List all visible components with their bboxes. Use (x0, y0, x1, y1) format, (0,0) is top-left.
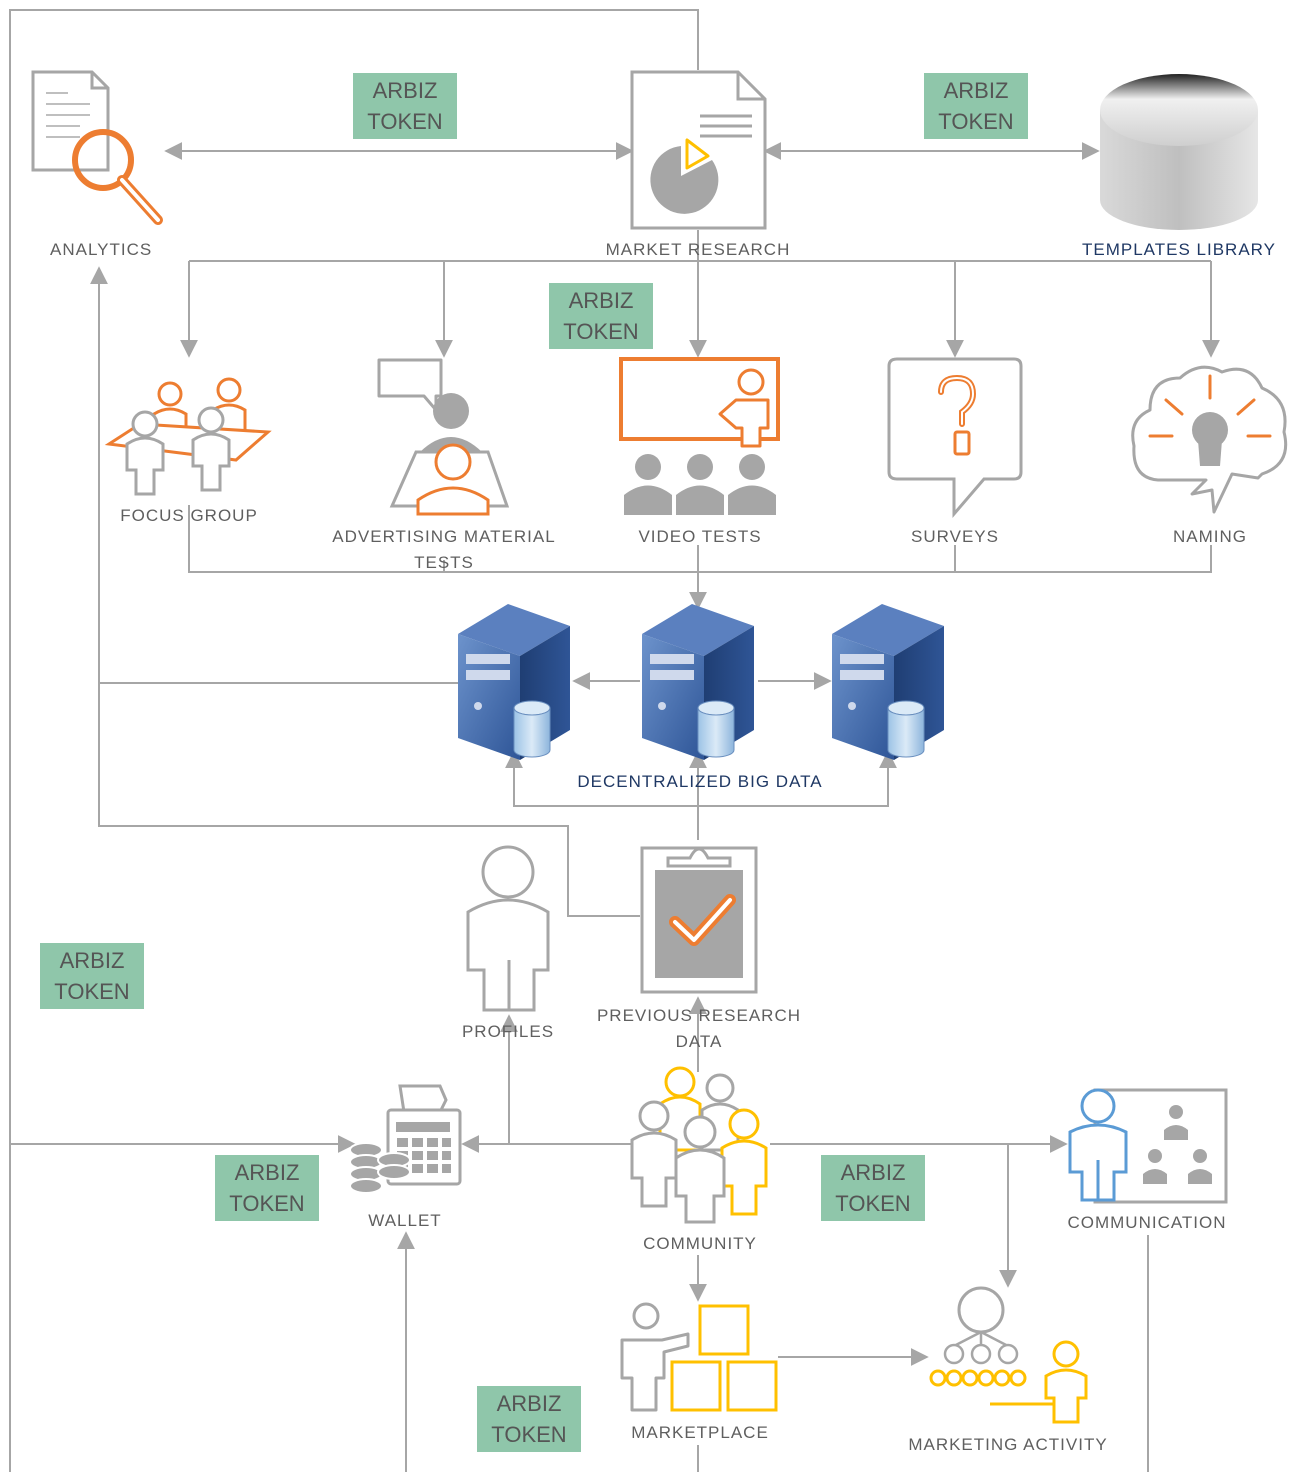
naming-icon (1131, 365, 1288, 514)
community-icon (630, 1066, 768, 1224)
surveys-icon (887, 357, 1023, 519)
advertising-label-line1: ADVERTISING MATERIAL (332, 527, 556, 546)
token-line1: ARBIZ (234, 1160, 300, 1185)
token-badge: ARBIZ TOKEN (215, 1155, 319, 1221)
token-badge: ARBIZ TOKEN (821, 1155, 925, 1221)
previous-research-label-line2: DATA (675, 1032, 723, 1051)
previous-research-label-line1: PREVIOUS RESEARCH (596, 1006, 802, 1025)
big-data-label: DECENTRALIZED BIG DATA (577, 772, 823, 791)
token-line2: TOKEN (54, 979, 130, 1004)
advertising-label-line2: TESTS (414, 553, 474, 572)
analytics-label: ANALYTICS (50, 240, 153, 259)
token-badge: ARBIZ TOKEN (924, 73, 1028, 139)
wallet-icon (349, 1084, 462, 1194)
communication-icon (1068, 1088, 1228, 1204)
token-badge: ARBIZ TOKEN (353, 73, 457, 139)
token-line1: ARBIZ (840, 1160, 906, 1185)
market-research-label: MARKET RESEARCH (605, 240, 791, 259)
token-line2: TOKEN (229, 1191, 305, 1216)
token-line1: ARBIZ (372, 78, 438, 103)
focus-group-label: FOCUS GROUP (120, 506, 258, 525)
token-line1: ARBIZ (568, 288, 634, 313)
video-tests-label: VIDEO TESTS (638, 527, 762, 546)
token-badge: ARBIZ TOKEN (40, 943, 144, 1009)
marketing-activity-icon (929, 1286, 1088, 1424)
token-line2: TOKEN (938, 109, 1014, 134)
profiles-label: PROFILES (461, 1022, 555, 1041)
server-icon-left (458, 604, 570, 760)
clipboard-icon (640, 846, 758, 994)
token-line1: ARBIZ (496, 1391, 562, 1416)
token-line2: TOKEN (835, 1191, 911, 1216)
server-icon-center (642, 604, 754, 760)
token-line2: TOKEN (491, 1422, 567, 1447)
analytics-icon (31, 70, 163, 225)
token-badge: ARBIZ TOKEN (549, 283, 653, 349)
token-badge: ARBIZ TOKEN (477, 1386, 581, 1452)
connector-lines (9, 9, 1220, 1472)
marketplace-label: MARKETPLACE (631, 1423, 769, 1442)
marketing-activity-label: MARKETING ACTIVITY (908, 1435, 1108, 1454)
wallet-label: WALLET (368, 1211, 442, 1230)
token-line1: ARBIZ (59, 948, 125, 973)
advertising-tests-icon (377, 358, 510, 516)
server-icon-right (832, 604, 944, 760)
focus-group-icon (104, 377, 272, 496)
community-label: COMMUNITY (643, 1234, 757, 1253)
communication-label: COMMUNICATION (1067, 1213, 1227, 1232)
market-research-icon (630, 70, 767, 230)
marketplace-icon (620, 1302, 778, 1412)
naming-label: NAMING (1173, 527, 1247, 546)
token-line2: TOKEN (367, 109, 443, 134)
templates-library-label: TEMPLATES LIBRARY (1082, 240, 1276, 259)
token-line1: ARBIZ (943, 78, 1009, 103)
token-line2: TOKEN (563, 319, 639, 344)
surveys-label: SURVEYS (911, 527, 999, 546)
video-tests-icon (619, 357, 780, 515)
database-icon (1100, 74, 1258, 230)
profile-person-icon (466, 845, 550, 1012)
